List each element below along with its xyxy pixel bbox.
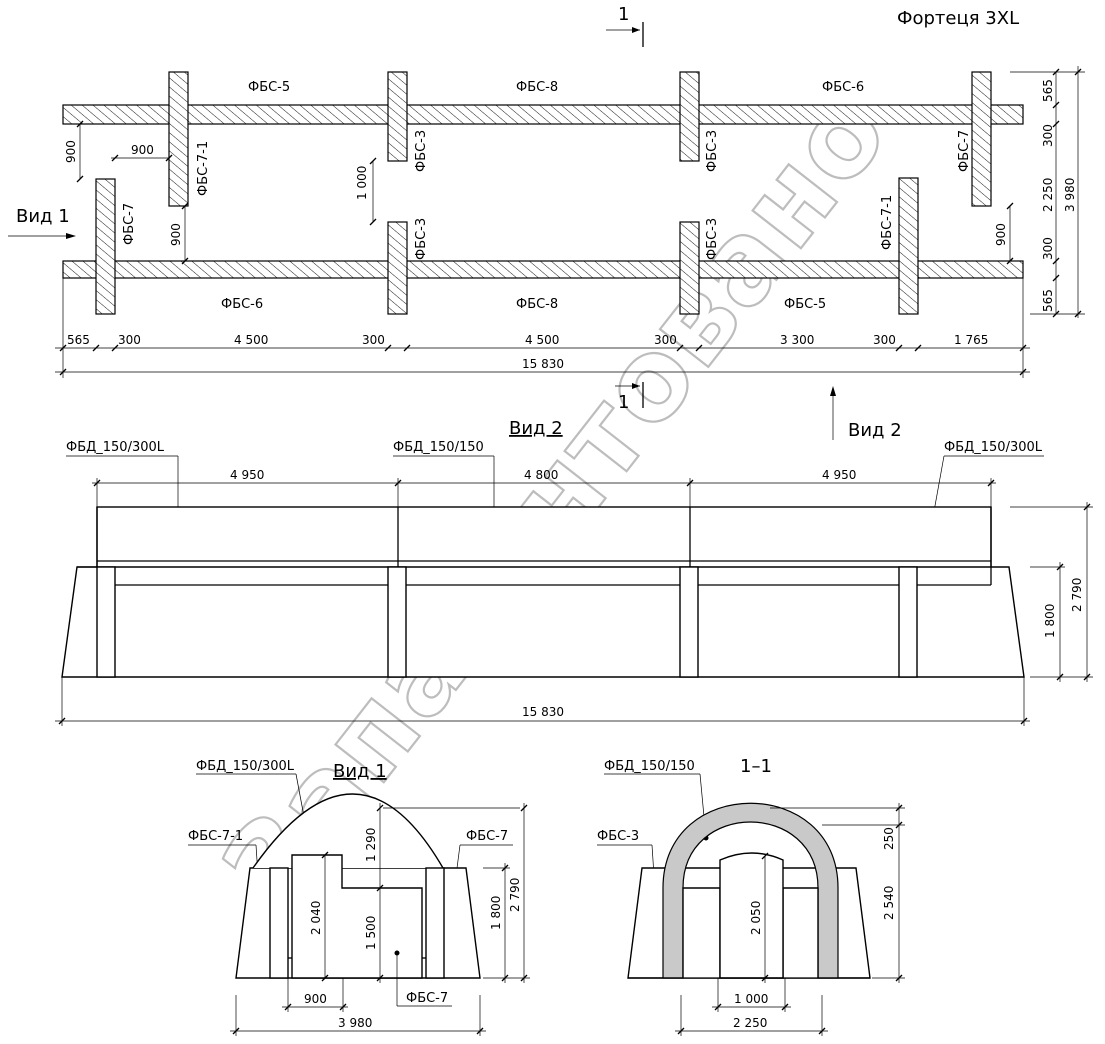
block-label: ФБД_150/150 bbox=[393, 440, 484, 455]
dimension-label: 1 000 bbox=[355, 166, 369, 200]
dimension-label: 3 980 bbox=[1063, 178, 1077, 212]
block-label: ФБД_150/150 bbox=[604, 759, 695, 774]
block-label: ФБД_150/300L bbox=[944, 440, 1043, 455]
plan-view: 1 ФБС-5 ФБС-8 ФБС-6 ФБС-6 ФБС-8 ФБС-5 ФБ… bbox=[8, 4, 1085, 441]
dimension-label: 565 bbox=[67, 333, 90, 347]
block-label: ФБС-7-1 bbox=[188, 829, 243, 844]
dimension-label: 4 500 bbox=[525, 333, 559, 347]
dimension-label: 900 bbox=[64, 140, 78, 163]
dimension-label: 15 830 bbox=[522, 357, 564, 371]
dimension-label: 300 bbox=[1041, 124, 1055, 147]
block-fbs3-c2-bot bbox=[679, 221, 700, 315]
dimension-label: 1 290 bbox=[364, 828, 378, 862]
block-label: ФБС-3 bbox=[414, 218, 429, 260]
block-label: ФБС-6 bbox=[822, 80, 864, 95]
block-label: ФБС-8 bbox=[516, 80, 558, 95]
watermark: Запатентовано bbox=[199, 68, 914, 932]
block-label: ФБС-8 bbox=[516, 297, 558, 312]
dimension-label: 2 250 bbox=[1041, 178, 1055, 212]
block-label: ФБС-7 bbox=[406, 991, 448, 1006]
view2-title: Вид 2 bbox=[509, 418, 563, 439]
dimension-label: 565 bbox=[1041, 79, 1055, 102]
block-label: ФБС-3 bbox=[597, 829, 639, 844]
block-fbs3-c1-bot bbox=[387, 221, 408, 315]
dimension-label: 4 950 bbox=[230, 468, 264, 482]
block-fbs71-left bbox=[168, 71, 189, 207]
view2-elevation: Вид 2 ФБД_150/300L ФБД_150/150 ФБД_150/3… bbox=[55, 418, 1093, 726]
dimension-label: 900 bbox=[169, 223, 183, 246]
block-label: ФБС-7-1 bbox=[880, 195, 895, 250]
section-mark-top: 1 bbox=[618, 4, 629, 25]
bottom-wall bbox=[62, 260, 1024, 279]
dimension-label: 1 800 bbox=[1043, 604, 1057, 638]
dimension-label: 1 800 bbox=[489, 896, 503, 930]
block-label: ФБС-7 bbox=[122, 203, 137, 245]
view1-label: Вид 1 bbox=[16, 206, 70, 227]
dimension-label: 4 950 bbox=[822, 468, 856, 482]
section-title: 1–1 bbox=[740, 756, 772, 777]
dimension-label: 565 bbox=[1041, 289, 1055, 312]
block-fbs7-right bbox=[971, 71, 992, 207]
section-mark-bottom: 1 bbox=[618, 392, 629, 413]
block-label: ФБС-6 bbox=[221, 297, 263, 312]
block-label: ФБС-7-1 bbox=[196, 141, 211, 196]
dimension-label: 1 500 bbox=[364, 916, 378, 950]
block-label: ФБС-3 bbox=[414, 130, 429, 172]
block-fbs7-left bbox=[95, 178, 116, 315]
block-label: ФБД_150/300L bbox=[196, 759, 295, 774]
dimension-label: 300 bbox=[362, 333, 385, 347]
dimension-label: 1 765 bbox=[954, 333, 988, 347]
dimension-label: 2 790 bbox=[508, 878, 522, 912]
dimension-label: 1 000 bbox=[734, 992, 768, 1006]
block-label: ФБД_150/300L bbox=[66, 440, 165, 455]
block-label: ФБС-7 bbox=[957, 130, 972, 172]
dimension-label: 3 300 bbox=[780, 333, 814, 347]
dimension-label: 300 bbox=[1041, 237, 1055, 260]
dimension-label: 4 500 bbox=[234, 333, 268, 347]
drawing-title: Фортеця 3XL bbox=[897, 8, 1019, 29]
block-label: ФБС-7 bbox=[466, 829, 508, 844]
section-1-1: 1–1 ФБД_150/150 ФБС-3 2 050 250 2 540 bbox=[597, 756, 905, 1036]
dimension-label: 250 bbox=[882, 827, 896, 850]
view1-title: Вид 1 bbox=[333, 761, 387, 782]
dimension-label: 900 bbox=[304, 992, 327, 1006]
dimension-label: 2 250 bbox=[733, 1016, 767, 1030]
view2-arrow-label: Вид 2 bbox=[848, 420, 902, 441]
dimension-label: 3 980 bbox=[338, 1016, 372, 1030]
dimension-label: 300 bbox=[654, 333, 677, 347]
dimension-label: 300 bbox=[873, 333, 896, 347]
block-label: ФБС-5 bbox=[248, 80, 290, 95]
block-fbs71-right bbox=[898, 177, 919, 315]
dimension-label: 2 540 bbox=[882, 886, 896, 920]
top-wall bbox=[62, 104, 1024, 125]
dimension-label: 2 790 bbox=[1070, 578, 1084, 612]
dimension-label: 4 800 bbox=[524, 468, 558, 482]
block-fbs3-c2-top bbox=[679, 71, 700, 162]
block-fbs3-c1-top bbox=[387, 71, 408, 162]
block-label: ФБС-5 bbox=[784, 297, 826, 312]
dimension-label: 300 bbox=[118, 333, 141, 347]
dimension-label: 2 050 bbox=[749, 901, 763, 935]
block-label: ФБС-3 bbox=[705, 218, 720, 260]
view1-elevation: Вид 1 ФБД_150/300L ФБС-7-1 ФБС-7 1 290 1… bbox=[188, 759, 530, 1036]
dimension-label: 900 bbox=[994, 223, 1008, 246]
dimension-label: 900 bbox=[131, 143, 154, 157]
dimension-label: 15 830 bbox=[522, 705, 564, 719]
block-label: ФБС-3 bbox=[705, 130, 720, 172]
dimension-label: 2 040 bbox=[309, 901, 323, 935]
